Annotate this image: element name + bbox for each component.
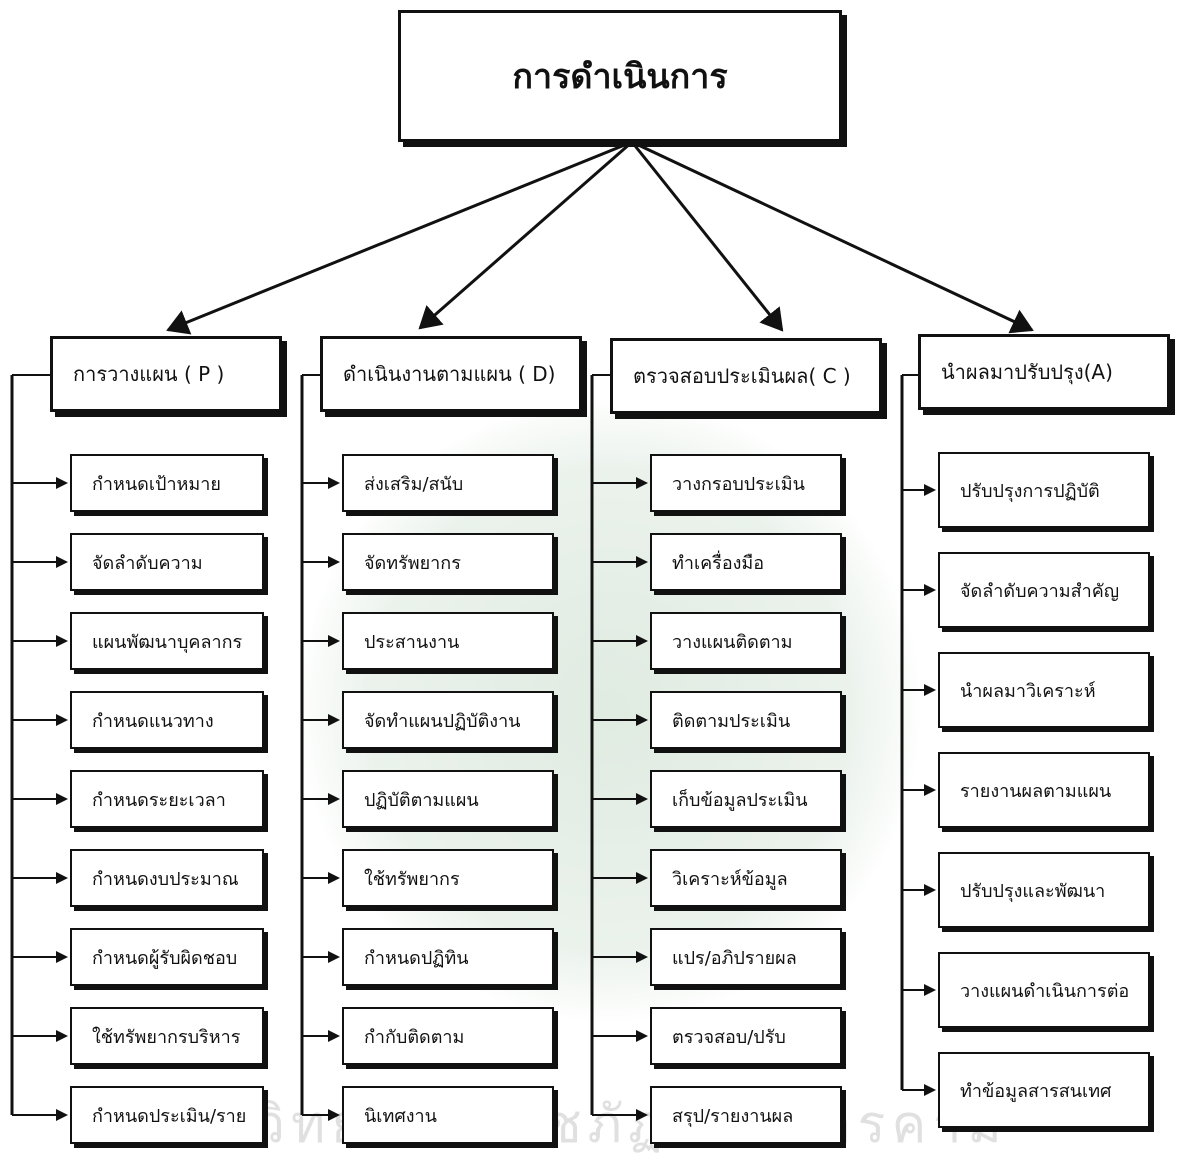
step-box-do: กำกับติดตาม bbox=[342, 1007, 554, 1065]
step-box-plan: ใช้ทรัพยากรบริหาร bbox=[70, 1007, 264, 1065]
step-box-plan: กำหนดแนวทาง bbox=[70, 691, 264, 749]
step-label: กำกับติดตาม bbox=[364, 1026, 465, 1048]
step-box-do: จัดทรัพยากร bbox=[342, 533, 554, 591]
step-box-plan: กำหนดงบประมาณ bbox=[70, 849, 264, 907]
step-box-plan: แผนพัฒนาบุคลากร bbox=[70, 612, 264, 670]
step-label: ปฏิบัติตามแผน bbox=[364, 789, 479, 811]
step-label: จัดลำดับความสำคัญ bbox=[960, 580, 1120, 602]
step-label: ทำเครื่องมือ bbox=[672, 552, 765, 574]
step-box-act: จัดลำดับความสำคัญ bbox=[938, 552, 1150, 628]
step-box-check: ตรวจสอบ/ปรับ bbox=[650, 1007, 842, 1065]
step-box-do: ส่งเสริม/สนับ bbox=[342, 454, 554, 512]
step-label: กำหนดงบประมาณ bbox=[92, 868, 239, 890]
column-header-act-label: นำผลมาปรับปรุง(A) bbox=[941, 360, 1113, 384]
step-label: เก็บข้อมูลประเมิน bbox=[672, 789, 808, 811]
step-label: นิเทศงาน bbox=[364, 1105, 437, 1127]
step-box-check: ติดตามประเมิน bbox=[650, 691, 842, 749]
step-box-plan: กำหนดผู้รับผิดชอบ bbox=[70, 928, 264, 986]
step-box-check: แปร/อภิปรายผล bbox=[650, 928, 842, 986]
step-label: กำหนดเป้าหมาย bbox=[92, 473, 221, 495]
step-label: ปรับปรุงและพัฒนา bbox=[960, 880, 1106, 902]
step-label: จัดทำแผนปฏิบัติงาน bbox=[364, 710, 521, 732]
step-box-act: ทำข้อมูลสารสนเทศ bbox=[938, 1052, 1150, 1128]
step-box-do: นิเทศงาน bbox=[342, 1086, 554, 1144]
step-box-act: รายงานผลตามแผน bbox=[938, 752, 1150, 828]
step-box-do: จัดทำแผนปฏิบัติงาน bbox=[342, 691, 554, 749]
column-header-plan-label: การวางแผน ( P ) bbox=[73, 362, 225, 386]
connector-lines bbox=[10, 140, 1034, 1121]
arrow-root-to-check bbox=[630, 141, 784, 332]
step-label: แปร/อภิปรายผล bbox=[672, 947, 797, 969]
step-label: จัดลำดับความ bbox=[92, 552, 203, 574]
step-box-check: วางแผนติดตาม bbox=[650, 612, 842, 670]
step-box-act: ปรับปรุงและพัฒนา bbox=[938, 852, 1150, 928]
step-box-do: ใช้ทรัพยากร bbox=[342, 849, 554, 907]
step-box-check: วิเคราะห์ข้อมูล bbox=[650, 849, 842, 907]
step-label: กำหนดผู้รับผิดชอบ bbox=[92, 947, 238, 969]
step-label: นำผลมาวิเคราะห์ bbox=[960, 680, 1096, 702]
step-box-check: เก็บข้อมูลประเมิน bbox=[650, 770, 842, 828]
step-label: ตรวจสอบ/ปรับ bbox=[672, 1026, 786, 1048]
step-label: วางแผนติดตาม bbox=[672, 631, 793, 653]
step-box-do: ประสานงาน bbox=[342, 612, 554, 670]
step-box-act: ปรับปรุงการปฏิบัติ bbox=[938, 452, 1150, 528]
step-box-do: กำหนดปฏิทิน bbox=[342, 928, 554, 986]
step-label: ใช้ทรัพยากรบริหาร bbox=[92, 1026, 241, 1048]
arrow-root-to-do bbox=[418, 140, 633, 330]
step-label: วิเคราะห์ข้อมูล bbox=[672, 868, 788, 890]
step-box-plan: กำหนดประเมิน/ราย bbox=[70, 1086, 264, 1144]
column-header-do: ดำเนินงานตามแผน ( D) bbox=[320, 336, 582, 412]
column-header-check: ตรวจสอบประเมินผล( C ) bbox=[610, 338, 882, 414]
step-box-plan: จัดลำดับความ bbox=[70, 533, 264, 591]
step-label: ใช้ทรัพยากร bbox=[364, 868, 460, 890]
step-label: รายงานผลตามแผน bbox=[960, 780, 1112, 802]
column-header-plan: การวางแผน ( P ) bbox=[50, 336, 282, 412]
root-box: การดำเนินการ bbox=[398, 10, 842, 142]
step-label: กำหนดแนวทาง bbox=[92, 710, 214, 732]
step-label: แผนพัฒนาบุคลากร bbox=[92, 631, 243, 653]
column-header-do-label: ดำเนินงานตามแผน ( D) bbox=[343, 362, 556, 386]
root-label: การดำเนินการ bbox=[512, 57, 728, 97]
step-box-plan: กำหนดระยะเวลา bbox=[70, 770, 264, 828]
step-label: ประสานงาน bbox=[364, 631, 460, 653]
step-label: กำหนดประเมิน/ราย bbox=[92, 1105, 247, 1127]
step-label: ส่งเสริม/สนับ bbox=[364, 473, 464, 495]
arrow-root-to-act bbox=[631, 140, 1034, 334]
column-header-check-label: ตรวจสอบประเมินผล( C ) bbox=[633, 364, 851, 388]
step-label: กำหนดระยะเวลา bbox=[92, 789, 226, 811]
step-box-do: ปฏิบัติตามแผน bbox=[342, 770, 554, 828]
step-box-check: ทำเครื่องมือ bbox=[650, 533, 842, 591]
diagram-canvas: มหาวิทยาลัยราชภัฏมหาสารคาม การดำเนินการ … bbox=[10, 10, 1170, 1155]
step-label: ติดตามประเมิน bbox=[672, 710, 791, 732]
step-label: วางกรอบประเมิน bbox=[672, 473, 805, 495]
step-box-act: วางแผนดำเนินการต่อ bbox=[938, 952, 1150, 1028]
step-box-check: สรุป/รายงานผล bbox=[650, 1086, 842, 1144]
column-header-act: นำผลมาปรับปรุง(A) bbox=[918, 334, 1170, 410]
step-label: ปรับปรุงการปฏิบัติ bbox=[960, 480, 1100, 502]
step-box-act: นำผลมาวิเคราะห์ bbox=[938, 652, 1150, 728]
step-label: จัดทรัพยากร bbox=[364, 552, 461, 574]
step-label: กำหนดปฏิทิน bbox=[364, 947, 469, 969]
step-label: สรุป/รายงานผล bbox=[672, 1105, 794, 1127]
step-box-check: วางกรอบประเมิน bbox=[650, 454, 842, 512]
arrow-root-to-plan bbox=[166, 140, 633, 335]
step-box-plan: กำหนดเป้าหมาย bbox=[70, 454, 264, 512]
step-label: ทำข้อมูลสารสนเทศ bbox=[960, 1080, 1112, 1102]
step-label: วางแผนดำเนินการต่อ bbox=[960, 980, 1130, 1002]
